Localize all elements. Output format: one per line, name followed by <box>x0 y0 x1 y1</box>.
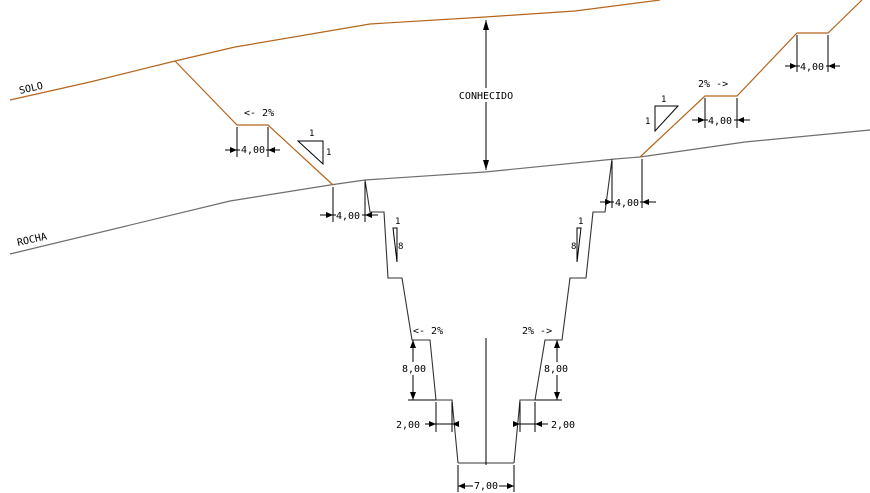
right-soil-ratio-b: 1 <box>645 117 650 127</box>
bottom-width-dim: 7,00 <box>474 481 498 492</box>
right-soil-ratio-a: 1 <box>661 95 666 105</box>
right-rock-ratio-a: 1 <box>578 217 583 227</box>
left-top-berm-dim: 4,00 <box>241 145 265 156</box>
right-top-berm-dim: 4,00 <box>800 62 824 73</box>
left-rock-ratio-b: 8 <box>398 242 403 252</box>
left-soil-ratio-b: 1 <box>326 148 331 158</box>
rock-surface-line <box>9 129 870 255</box>
right-rock-cut <box>513 158 613 464</box>
right-rock-ratio-b: 8 <box>571 242 576 252</box>
left-soil-ratio-a: 1 <box>309 129 314 139</box>
right-mid-berm-dim: 4,00 <box>708 116 732 127</box>
left-soil-slope-triangle <box>296 140 324 166</box>
right-rock-berm-dim: 4,00 <box>615 198 639 209</box>
known-height-arrow-top <box>483 20 489 30</box>
right-soil-slope <box>639 0 863 158</box>
soil-surface-line <box>9 0 661 101</box>
soil-label: SOLO <box>18 81 44 97</box>
left-rock-berm-dim: 4,00 <box>336 211 360 222</box>
right-soil-slope-triangle <box>654 105 680 133</box>
right-bench-height-dim: 8,00 <box>544 364 568 375</box>
right-bench-width-dim: 2,00 <box>551 420 575 431</box>
right-rock-slope-triangle <box>576 227 582 263</box>
left-rock-cut <box>364 179 459 464</box>
left-bench-height-dim: 8,00 <box>402 364 426 375</box>
known-height-arrow-bottom <box>483 160 489 170</box>
left-rock-ratio-a: 1 <box>395 217 400 227</box>
left-rock-slope-triangle <box>392 227 398 263</box>
right-top-grade: 2% -> <box>698 79 728 90</box>
right-bottom-grade: 2% -> <box>522 326 552 337</box>
left-top-grade: <- 2% <box>244 108 274 119</box>
known-height-label: CONHECIDO <box>459 91 513 102</box>
left-bench-width-dim: 2,00 <box>396 420 420 431</box>
left-bottom-grade: <- 2% <box>413 326 443 337</box>
left-soil-slope <box>174 60 334 186</box>
